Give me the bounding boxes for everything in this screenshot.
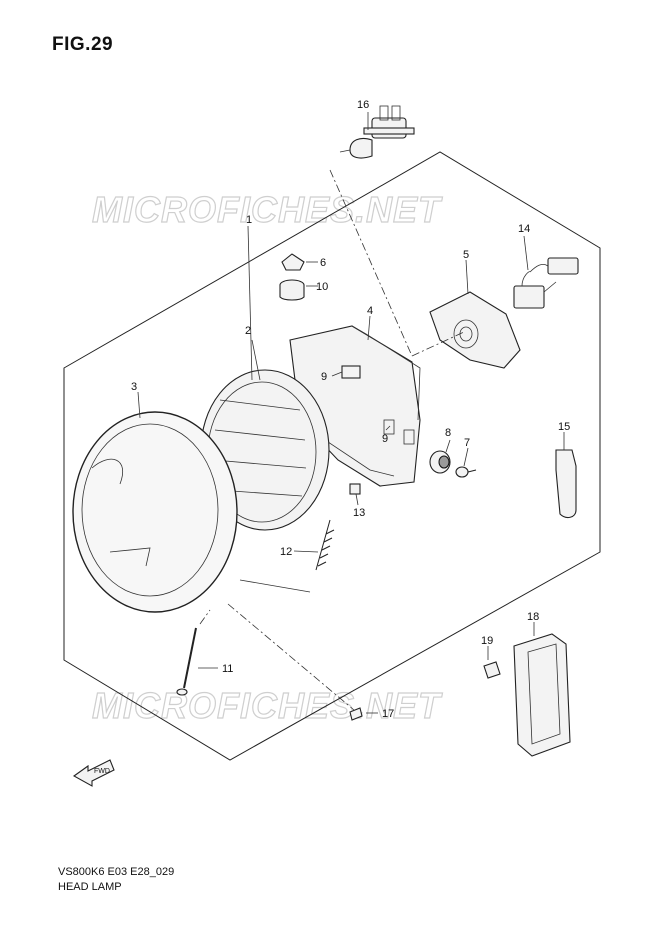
callout-9-lower: 9 bbox=[382, 433, 388, 445]
nut-part-13 bbox=[349, 483, 361, 495]
callout-7: 7 bbox=[464, 437, 470, 449]
callout-2: 2 bbox=[245, 325, 251, 337]
screw-part-17 bbox=[349, 707, 363, 721]
cap-part-6 bbox=[281, 253, 305, 271]
callout-5: 5 bbox=[463, 249, 469, 261]
callout-8: 8 bbox=[445, 427, 451, 439]
callout-11: 11 bbox=[222, 663, 233, 675]
assembly-outline bbox=[63, 151, 601, 761]
figure-code: VS800K6 E03 E28_029 bbox=[58, 866, 175, 878]
callout-3: 3 bbox=[131, 381, 137, 393]
callout-4: 4 bbox=[367, 305, 373, 317]
watermark-top: MICROFICHES.NET bbox=[92, 189, 443, 230]
callout-17: 17 bbox=[382, 708, 394, 720]
rim-part-3 bbox=[72, 411, 238, 613]
callout-1: 1 bbox=[246, 214, 252, 226]
watermark-bottom: MICROFICHES.NET bbox=[92, 685, 443, 726]
grommet-part-10 bbox=[279, 279, 305, 301]
connector-part-14 bbox=[513, 257, 579, 309]
callout-9-upper: 9 bbox=[321, 371, 327, 383]
callout-16: 16 bbox=[357, 99, 369, 111]
svg-text:FWD: FWD bbox=[94, 768, 110, 775]
damper-part-8 bbox=[429, 450, 451, 474]
spring-part-12 bbox=[315, 519, 335, 571]
callout-6: 6 bbox=[320, 257, 326, 269]
callout-14: 14 bbox=[518, 223, 530, 235]
socket-cover-part-5 bbox=[429, 291, 521, 369]
callout-19: 19 bbox=[481, 635, 493, 647]
reflector-part-18 bbox=[513, 633, 571, 757]
screw-part-7 bbox=[455, 466, 477, 478]
callout-13: 13 bbox=[353, 507, 365, 519]
callout-10: 10 bbox=[316, 281, 328, 293]
holder-part-15 bbox=[555, 449, 577, 519]
grommet-part-19 bbox=[483, 661, 501, 679]
bulb-part-16 bbox=[339, 105, 415, 159]
screw-part-11 bbox=[176, 627, 197, 696]
callout-15: 15 bbox=[558, 421, 570, 433]
callout-18: 18 bbox=[527, 611, 539, 623]
fwd-arrow: FWD bbox=[72, 759, 115, 787]
figure-title: FIG.29 bbox=[52, 34, 114, 55]
callout-12: 12 bbox=[280, 546, 292, 558]
bracket-part-9 bbox=[341, 365, 361, 379]
figure-name: HEAD LAMP bbox=[58, 881, 122, 893]
